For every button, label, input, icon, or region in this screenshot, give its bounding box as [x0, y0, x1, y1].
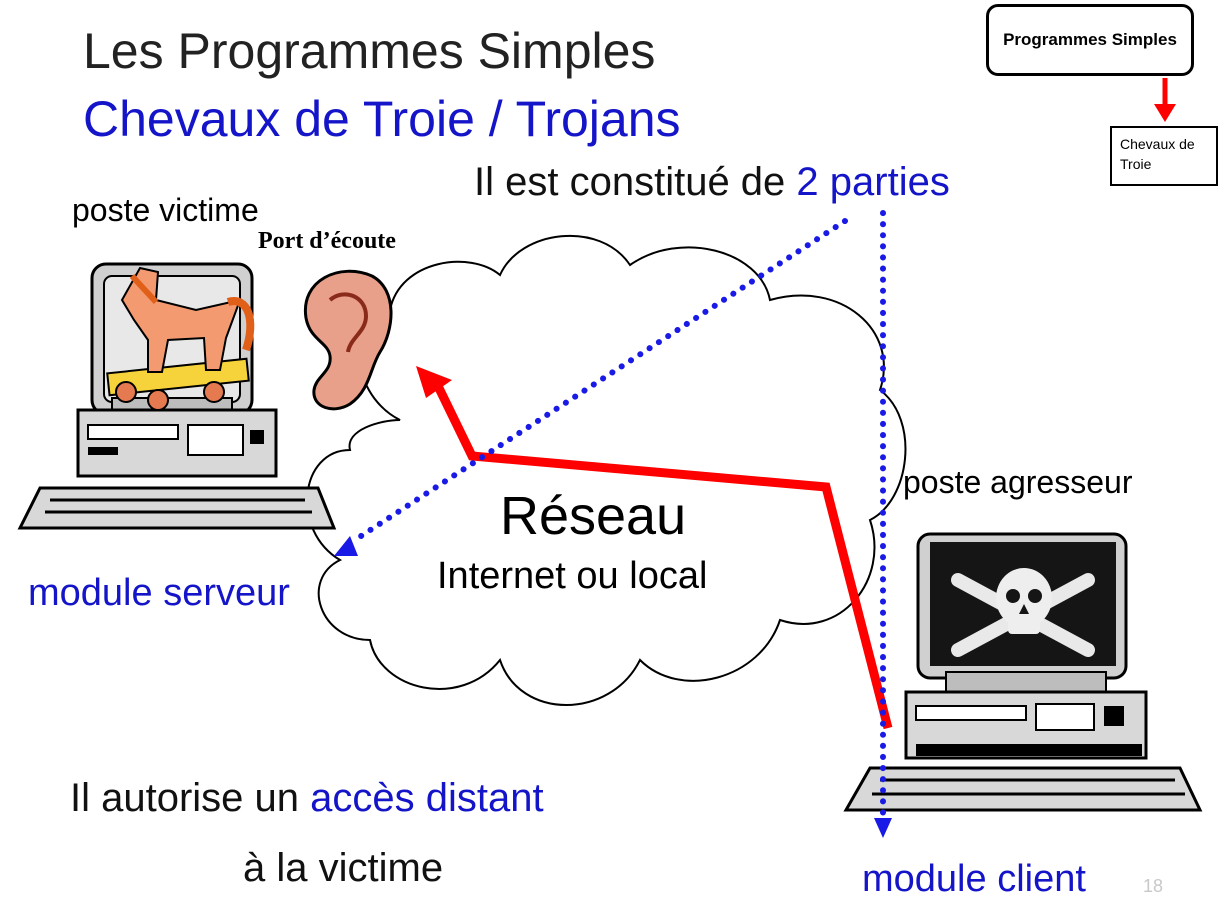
- port-label: Port d’écoute: [258, 228, 396, 254]
- nav-box-programmes-simples: Programmes Simples: [986, 4, 1194, 76]
- slide-subtitle: Chevaux de Troie / Trojans: [83, 91, 681, 147]
- client-module-label: module client: [862, 858, 1086, 900]
- access-highlight: accès distant: [310, 776, 544, 820]
- nav-arrowhead: [1154, 104, 1176, 122]
- victim-computer-icon: [17, 262, 337, 530]
- parts-sentence: Il est constitué de 2 parties: [474, 160, 950, 205]
- nav-box-chevaux-de-troie: Chevaux de Troie: [1110, 126, 1218, 186]
- connection-arrowhead: [416, 366, 452, 398]
- ear-icon: [303, 269, 393, 411]
- skull-crossbones-icon: [951, 568, 1095, 657]
- network-sublabel: Internet ou local: [437, 555, 708, 597]
- connection-line: [433, 384, 893, 730]
- trojan-horse-icon: [106, 266, 255, 411]
- network-label: Réseau: [500, 486, 687, 546]
- page-number: 18: [1143, 876, 1164, 896]
- access-sentence: Il autorise un accès distant: [70, 776, 544, 821]
- parts-highlight: 2 parties: [796, 160, 950, 204]
- access-sentence-line2: à la victime: [243, 846, 444, 890]
- server-arrowhead: [334, 536, 358, 556]
- server-module-label: module serveur: [28, 572, 290, 614]
- client-arrowhead: [874, 818, 892, 838]
- victim-label: poste victime: [72, 192, 259, 228]
- access-prefix: Il autorise un: [70, 776, 311, 820]
- slide-title: Les Programmes Simples: [83, 23, 656, 79]
- parts-prefix: Il est constitué de: [474, 160, 797, 204]
- attacker-label: poste agresseur: [903, 464, 1133, 500]
- dotted-line-to-server: [355, 218, 848, 541]
